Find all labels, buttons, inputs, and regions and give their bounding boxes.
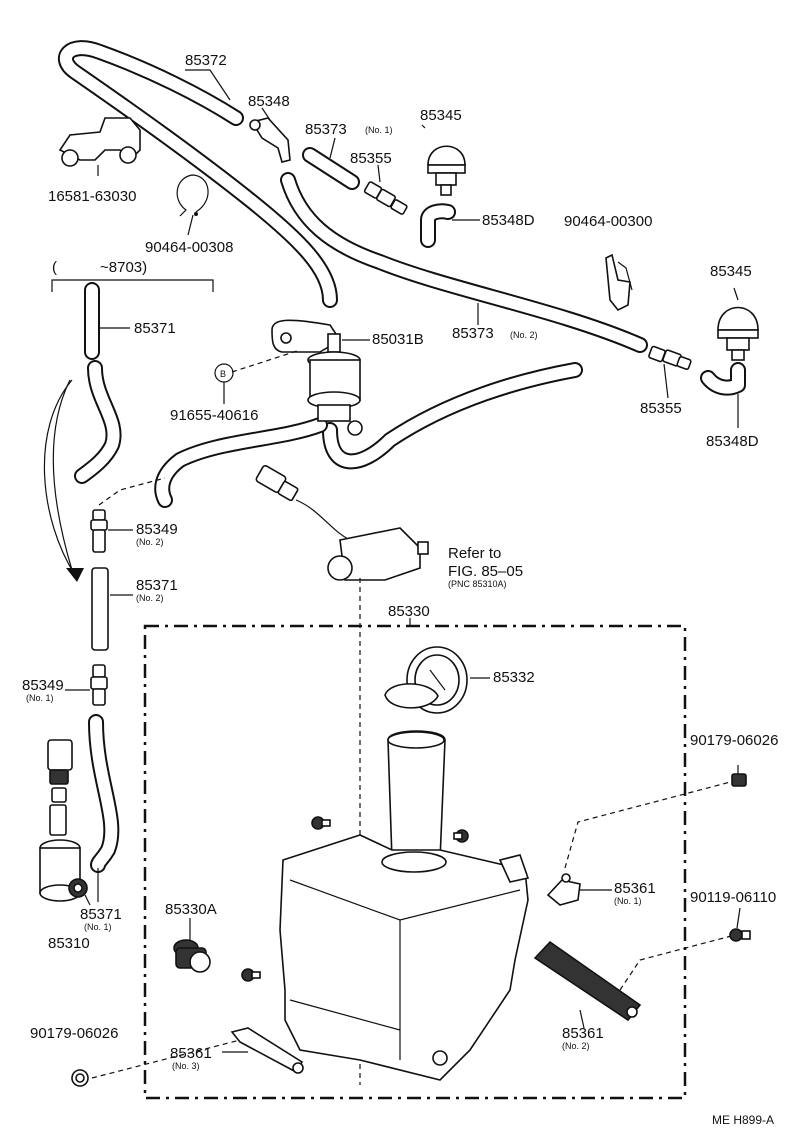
bracket-85361-no3 bbox=[230, 1027, 304, 1074]
label-85373-no1-sub: (No. 1) bbox=[365, 125, 393, 135]
label-90179-06026-a: 90179-06026 bbox=[690, 732, 778, 749]
label-85348: 85348 bbox=[248, 93, 290, 110]
arrow-head bbox=[66, 568, 84, 582]
bracket-85361-no1 bbox=[546, 873, 581, 906]
label-85361-no3-sub: (No. 3) bbox=[172, 1061, 200, 1071]
screw-b bbox=[453, 829, 469, 843]
hose-85371-top bbox=[74, 282, 122, 484]
label-85373-no2-sub: (No. 2) bbox=[510, 330, 538, 340]
label-85371-no1-sub: (No. 1) bbox=[84, 922, 112, 932]
label-85345-a: 85345 bbox=[420, 107, 462, 124]
range-bracket bbox=[51, 279, 214, 292]
valve-85355-b bbox=[648, 345, 692, 370]
hose-85371-no2 bbox=[91, 567, 109, 651]
elbow-85348D-a bbox=[420, 203, 456, 248]
diagram-code: ME H899-A bbox=[712, 1113, 774, 1127]
pump-85310 bbox=[39, 739, 88, 902]
label-91655-40616: 91655-40616 bbox=[170, 407, 258, 424]
label-85330A: 85330A bbox=[165, 901, 217, 918]
label-85373-no1: 85373 bbox=[305, 121, 347, 138]
elbow-85348D-b bbox=[700, 362, 746, 396]
label-16581-63030: 16581-63030 bbox=[48, 188, 136, 205]
label-85372: 85372 bbox=[185, 52, 227, 69]
strap-85361-no2 bbox=[533, 940, 642, 1022]
label-85361-no3: 85361 bbox=[170, 1045, 212, 1062]
tank-85330 bbox=[279, 730, 530, 1081]
label-fig: FIG. 85–05 bbox=[448, 563, 523, 580]
label-90179-06026-b: 90179-06026 bbox=[30, 1025, 118, 1042]
direction-arrow bbox=[43, 379, 76, 576]
nozzle-85345-a bbox=[427, 145, 466, 196]
tank-assembly-frame bbox=[143, 624, 687, 1100]
label-range: ~8703) bbox=[100, 259, 147, 276]
label-85349-no1-sub: (No. 1) bbox=[26, 693, 54, 703]
cap-85332 bbox=[384, 646, 468, 714]
label-refer-to: Refer to bbox=[448, 545, 501, 562]
screw-c bbox=[241, 968, 261, 982]
label-85371-no2-sub: (No. 2) bbox=[136, 593, 164, 603]
label-85355-a: 85355 bbox=[350, 150, 392, 167]
label-85371-a: 85371 bbox=[134, 320, 176, 337]
label-90464-00300: 90464-00300 bbox=[564, 213, 652, 230]
clip-90464-00300 bbox=[605, 253, 633, 312]
valve-85355-a bbox=[363, 181, 408, 215]
joint-85349-no1 bbox=[90, 664, 108, 706]
nut-90179-b bbox=[71, 1069, 89, 1087]
label-85361-no1-sub: (No. 1) bbox=[614, 896, 642, 906]
label-85031B: 85031B bbox=[372, 331, 424, 348]
label-85348D-b: 85348D bbox=[706, 433, 759, 450]
hose-pump-right bbox=[154, 362, 583, 508]
hose-85371-no1 bbox=[88, 714, 120, 873]
label-85371-no2: 85371 bbox=[136, 577, 178, 594]
grommet-85330A bbox=[173, 939, 211, 973]
hose-85372 bbox=[58, 40, 338, 308]
bolt-90119 bbox=[729, 928, 751, 942]
label-85310: 85310 bbox=[48, 935, 90, 952]
label-85332: 85332 bbox=[493, 669, 535, 686]
pump-85031B bbox=[271, 319, 363, 436]
label-85355-b: 85355 bbox=[640, 400, 682, 417]
label-85373-no2: 85373 bbox=[452, 325, 494, 342]
label-85371-no1: 85371 bbox=[80, 906, 122, 923]
hose-85373-no1 bbox=[302, 147, 360, 190]
clip-16581-63030 bbox=[58, 117, 141, 167]
label-85348D-a: 85348D bbox=[482, 212, 535, 229]
label-85361-no2: 85361 bbox=[562, 1025, 604, 1042]
label-85361-no2-sub: (No. 2) bbox=[562, 1041, 590, 1051]
bolt-90179-a bbox=[731, 773, 747, 787]
label-range-open: ( bbox=[52, 259, 57, 276]
label-pnc: (PNC 85310A) bbox=[448, 579, 507, 589]
hose-85373-no2 bbox=[280, 172, 648, 353]
motor-85310A bbox=[255, 465, 429, 581]
label-85349-no2: 85349 bbox=[136, 521, 178, 538]
joint-85348 bbox=[249, 117, 291, 163]
label-85361-no1: 85361 bbox=[614, 880, 656, 897]
clip-90464-00308 bbox=[176, 174, 209, 217]
nozzle-85345-b bbox=[717, 306, 759, 361]
screw-a bbox=[311, 816, 331, 830]
label-90119-06110: 90119-06110 bbox=[690, 889, 776, 906]
label-85330: 85330 bbox=[388, 603, 430, 620]
label-90464-00308: 90464-00308 bbox=[145, 239, 233, 256]
label-85349-no2-sub: (No. 2) bbox=[136, 537, 164, 547]
label-85349-no1: 85349 bbox=[22, 677, 64, 694]
label-callout-b: B bbox=[220, 369, 226, 379]
label-85345-b: 85345 bbox=[710, 263, 752, 280]
joint-85349-no2 bbox=[90, 509, 108, 553]
